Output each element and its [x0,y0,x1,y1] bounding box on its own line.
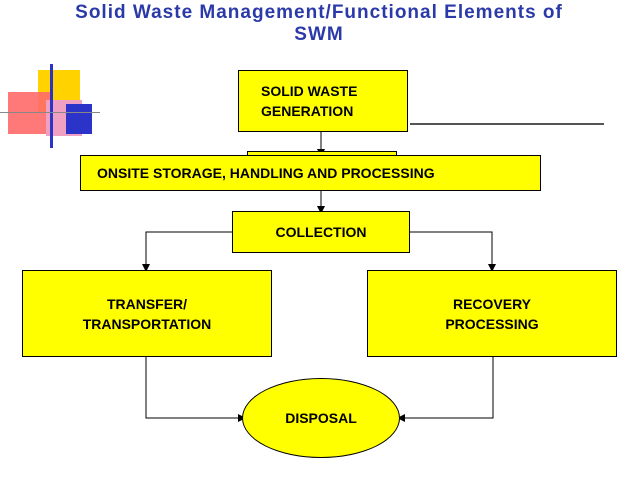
arrow-transfer-to-disposal [145,357,246,422]
transfer-line-2: TRANSPORTATION [82,315,212,332]
recovery-line-1: RECOVERY [452,295,532,312]
node-solid-waste-generation: SOLID WASTE GENERATION [238,70,408,132]
node-disposal: DISPOSAL [242,378,400,458]
decorative-squares [0,0,110,150]
arrow-collection-to-transfer [142,231,232,272]
node-onsite-storage: ONSITE STORAGE, HANDLING AND PROCESSING [80,155,541,191]
disposal-label: DISPOSAL [285,410,357,426]
node-transfer-transportation: TRANSFER/ TRANSPORTATION [22,270,272,357]
title-line-1: Solid Waste Management/Functional Elemen… [75,2,563,23]
deco-blue-vertical-line [50,64,53,148]
transfer-line-1: TRANSFER/ [106,295,188,312]
decorative-rule [410,123,604,125]
onsite-shadow-box [247,151,397,157]
deco-horizontal-line [0,112,100,113]
arrow-recovery-to-disposal [397,357,494,422]
onsite-label: ONSITE STORAGE, HANDLING AND PROCESSING [97,165,435,181]
deco-blue-square [66,104,92,134]
title-line-2: SWM [294,24,344,45]
node-recovery-processing: RECOVERY PROCESSING [367,270,617,357]
arrow-collection-to-recovery [410,231,496,272]
collection-label: COLLECTION [275,224,367,240]
slide-title: Solid Waste Management/Functional Elemen… [0,2,638,46]
generation-line-1: SOLID WASTE [261,83,358,99]
recovery-line-2: PROCESSING [445,315,539,332]
node-collection: COLLECTION [232,211,410,253]
generation-line-2: GENERATION [261,103,354,119]
deco-red-square [8,92,50,134]
